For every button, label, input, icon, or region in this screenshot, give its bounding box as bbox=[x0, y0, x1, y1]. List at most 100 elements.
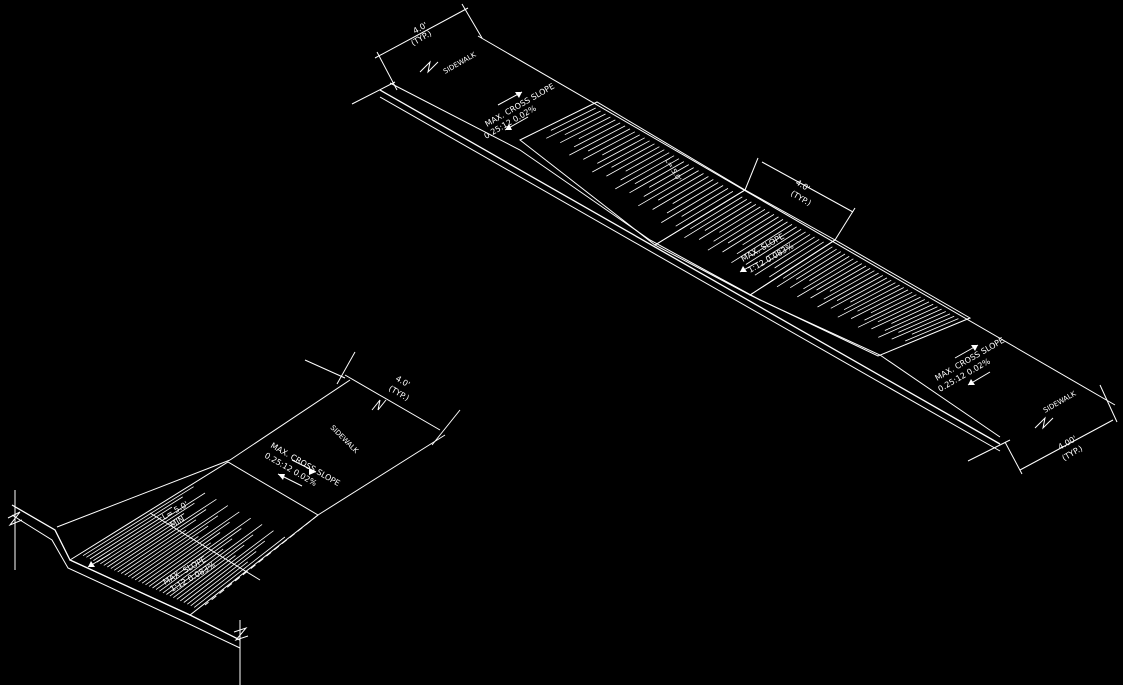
hatch-line bbox=[731, 224, 793, 264]
hatch-line bbox=[145, 532, 221, 586]
lower-ramp-curb-bottom bbox=[11, 514, 241, 649]
upper-ramp-curb-edge bbox=[379, 96, 1001, 452]
hatch-line bbox=[816, 263, 863, 291]
hatch-line bbox=[148, 542, 212, 587]
lower-slope-arrowhead bbox=[88, 561, 95, 567]
hatch-line bbox=[905, 318, 959, 342]
upper-dim-middle-line bbox=[761, 161, 854, 213]
upper-cross-slope-bottom-arrowhead-2 bbox=[968, 379, 975, 385]
upper-ramp-start-line bbox=[351, 81, 396, 105]
hatch-line bbox=[776, 248, 837, 288]
hatch-line bbox=[837, 284, 900, 318]
lower-dim-top-ext-right bbox=[431, 409, 461, 446]
hatch-line bbox=[159, 538, 233, 592]
hatch-line bbox=[592, 140, 650, 173]
hatch-line bbox=[681, 188, 729, 217]
hatch-line bbox=[113, 509, 207, 571]
hatch-line bbox=[638, 170, 699, 207]
hatch-line bbox=[722, 216, 779, 253]
hatch-line bbox=[898, 311, 946, 333]
hatch-line bbox=[742, 219, 784, 246]
hatch-line bbox=[666, 182, 719, 214]
lower-dim-top-line bbox=[344, 374, 441, 431]
lower-ramp-hatch bbox=[82, 486, 286, 608]
hatch-line bbox=[870, 291, 913, 314]
upper-dim-middle-note: (TYP.) bbox=[789, 189, 813, 208]
hatch-line bbox=[795, 251, 842, 280]
hatch-line bbox=[871, 301, 930, 330]
upper-dim-bottom-ext-right bbox=[1099, 384, 1118, 423]
hatch-line bbox=[96, 492, 206, 563]
hatch-line bbox=[830, 277, 888, 309]
upper-break-mark-bottom bbox=[1034, 416, 1054, 430]
hatch-line bbox=[850, 279, 892, 303]
hatch-line bbox=[754, 236, 815, 276]
hatch-line bbox=[672, 179, 714, 204]
upper-dim-bottom-ext-left bbox=[1004, 441, 1023, 475]
hatch-line bbox=[173, 544, 245, 599]
hatch-line bbox=[675, 191, 734, 227]
hatch-line bbox=[190, 561, 249, 607]
hatch-line bbox=[690, 196, 743, 230]
hatch-line bbox=[602, 134, 640, 156]
hatch-line bbox=[131, 525, 209, 579]
lower-break-mark-top bbox=[371, 399, 387, 411]
upper-sidewalk-bottom-label: SIDEWALK bbox=[1042, 390, 1078, 415]
hatch-line bbox=[629, 161, 685, 194]
upper-break-mark-top bbox=[419, 60, 439, 74]
hatch-line bbox=[550, 107, 596, 131]
upper-ramp-front-edge bbox=[379, 89, 1001, 445]
hatch-line bbox=[120, 529, 187, 574]
hatch-line bbox=[587, 128, 631, 152]
hatch-line bbox=[684, 199, 748, 239]
hatch-line bbox=[704, 201, 752, 231]
hatch-line bbox=[745, 229, 802, 265]
upper-cross-slope-bottom-arrowhead bbox=[971, 345, 978, 351]
hatch-line bbox=[86, 496, 183, 558]
hatch-line bbox=[823, 270, 875, 300]
upper-dim-top: 4.0' (TYP.) bbox=[374, 3, 483, 91]
upper-ramp-hatch-2 bbox=[684, 196, 824, 278]
hatch-line bbox=[89, 506, 173, 560]
lower-ramp-sidewalk-right-edge bbox=[317, 434, 446, 516]
hatch-line bbox=[713, 209, 766, 242]
hatch-line bbox=[864, 294, 917, 321]
upper-ramp-curb-profile bbox=[389, 82, 1001, 438]
hatch-line bbox=[100, 502, 195, 565]
upper-sidewalk-top-label: SIDEWALK bbox=[442, 51, 478, 76]
hatch-line bbox=[657, 173, 704, 201]
hatch-line bbox=[93, 517, 162, 561]
hatch-line bbox=[727, 214, 775, 244]
lower-ramp-sidewalk-left-edge bbox=[229, 379, 351, 461]
hatch-line bbox=[843, 282, 896, 311]
hatch-line bbox=[789, 253, 846, 289]
hatch-line bbox=[138, 511, 240, 582]
lower-break-mark-left bbox=[7, 511, 23, 527]
hatch-line bbox=[719, 206, 761, 233]
hatch-line bbox=[829, 268, 871, 292]
hatch-line bbox=[155, 528, 242, 590]
lower-cross-slope-arrowhead-2 bbox=[278, 474, 285, 480]
upper-ramp-hatch-1 bbox=[546, 107, 734, 227]
hatch-line bbox=[760, 234, 811, 267]
upper-ramp: 4.0' (TYP.) SIDEWALK MAX. CROSS SLOPE 0.… bbox=[351, 3, 1118, 475]
hatch-line bbox=[698, 204, 757, 240]
hatch-line bbox=[884, 306, 938, 331]
upper-ramp-end-line bbox=[967, 439, 1011, 462]
upper-dim-top-ext-left bbox=[376, 51, 398, 91]
hatch-line bbox=[124, 505, 229, 576]
hatch-line bbox=[564, 113, 606, 136]
hatch-line bbox=[107, 523, 174, 568]
hatch-line bbox=[661, 185, 724, 223]
hatch-line bbox=[877, 299, 925, 323]
upper-dim-top-ext-right bbox=[461, 3, 483, 39]
upper-dim-middle-ext-left bbox=[744, 157, 759, 191]
hatch-line bbox=[774, 239, 820, 269]
upper-ramp-back-edge bbox=[477, 35, 1116, 406]
hatch-line bbox=[180, 530, 274, 602]
upper-dim-middle-ext-right bbox=[834, 207, 856, 241]
hatch-line bbox=[141, 521, 230, 584]
lower-cross-slope-arrowhead bbox=[309, 468, 316, 475]
lower-break-mark-right bbox=[233, 626, 249, 642]
